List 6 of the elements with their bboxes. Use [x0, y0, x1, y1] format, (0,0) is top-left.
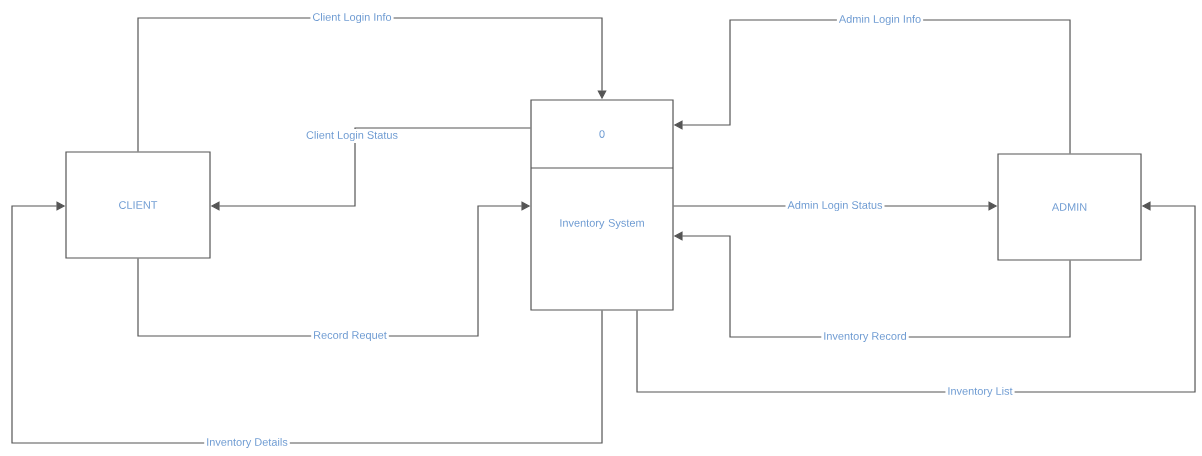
- process-box: 0 Inventory System: [530, 99, 674, 311]
- arrow: [11, 201, 603, 444]
- entity-box: CLIENT: [65, 151, 211, 259]
- entity-box: ADMIN: [997, 153, 1142, 261]
- arrow: [137, 17, 607, 152]
- arrow: [636, 201, 1196, 393]
